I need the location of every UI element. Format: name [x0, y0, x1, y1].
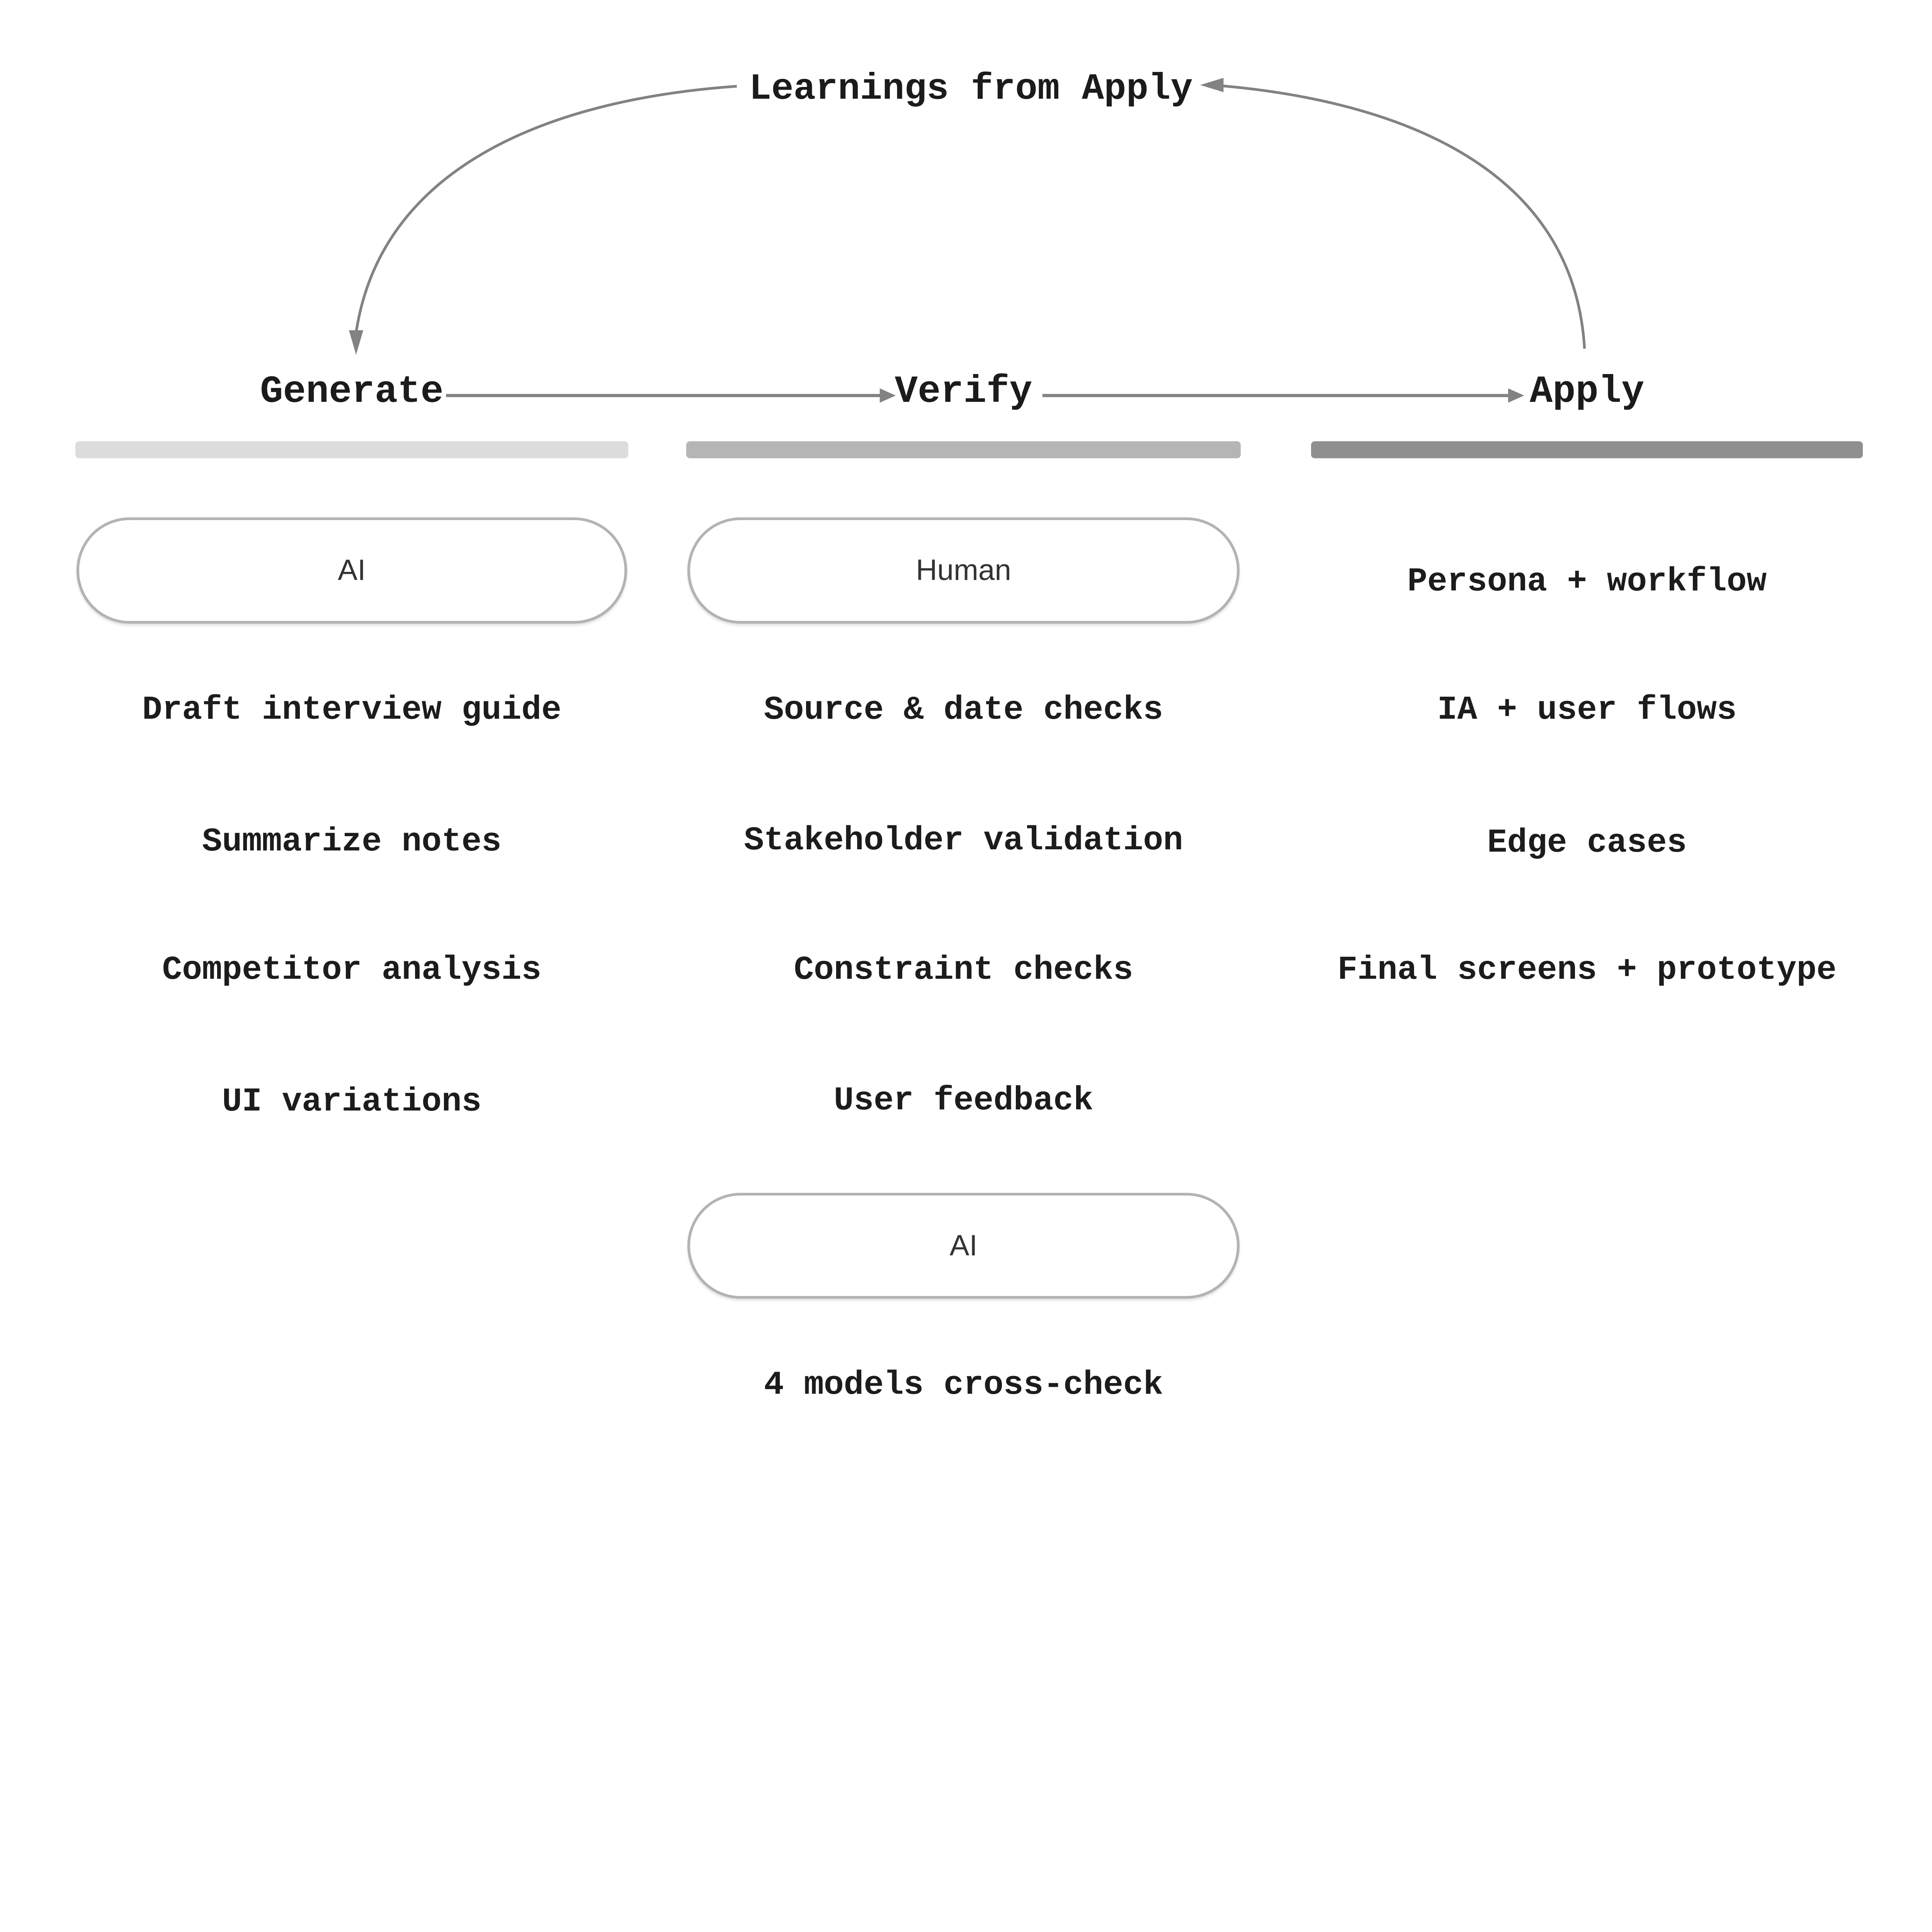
- stage-bar-apply: [1311, 441, 1863, 459]
- arrowhead-right-icon: [1508, 388, 1524, 403]
- badge-label: Human: [916, 554, 1011, 587]
- stage-bar-verify: [686, 441, 1241, 459]
- column-header-verify: Verify: [895, 370, 1032, 414]
- badge-label: AI: [338, 554, 366, 587]
- column-header-generate: Generate: [260, 370, 444, 414]
- badge-label: AI: [949, 1229, 978, 1262]
- arrowhead-right-icon: [879, 388, 896, 403]
- lead-item: Persona + workflow: [1407, 563, 1767, 601]
- badge-human-verify: Human: [687, 517, 1240, 624]
- arrowhead-down-icon: [349, 330, 364, 355]
- list-item: User feedback: [833, 1081, 1094, 1119]
- column-header-apply: Apply: [1529, 370, 1645, 414]
- arrowhead-left-icon: [1200, 78, 1224, 92]
- list-item: Final screens + prototype: [1337, 951, 1837, 989]
- arrow-verify-to-apply: [1042, 388, 1524, 403]
- list-item: IA + user flows: [1437, 690, 1737, 729]
- list-item: Stakeholder validation: [744, 821, 1183, 859]
- stage-bar-generate: [75, 441, 629, 459]
- list-item: Source & date checks: [764, 690, 1163, 729]
- arrow-generate-to-verify: [446, 388, 896, 403]
- crosscheck-note: 4 models cross-check: [764, 1366, 1163, 1404]
- list-item: Constraint checks: [794, 951, 1133, 989]
- badge-ai-crosscheck: AI: [687, 1192, 1240, 1299]
- list-item: Competitor analysis: [162, 951, 542, 989]
- list-item: Summarize notes: [202, 822, 502, 861]
- loop-title: Learnings from Apply: [749, 68, 1193, 110]
- list-item: Draft interview guide: [142, 690, 561, 729]
- flow-arrows-layer: [349, 78, 1586, 403]
- workflow-diagram: Learnings from Apply Generate AI Draft i…: [75, 68, 1863, 1404]
- curve-apply-to-learnings: [1212, 83, 1586, 349]
- curve-learnings-to-generate: [355, 85, 737, 333]
- list-item: Edge cases: [1487, 824, 1687, 862]
- list-item: UI variations: [222, 1082, 482, 1121]
- badge-ai-generate: AI: [76, 517, 628, 624]
